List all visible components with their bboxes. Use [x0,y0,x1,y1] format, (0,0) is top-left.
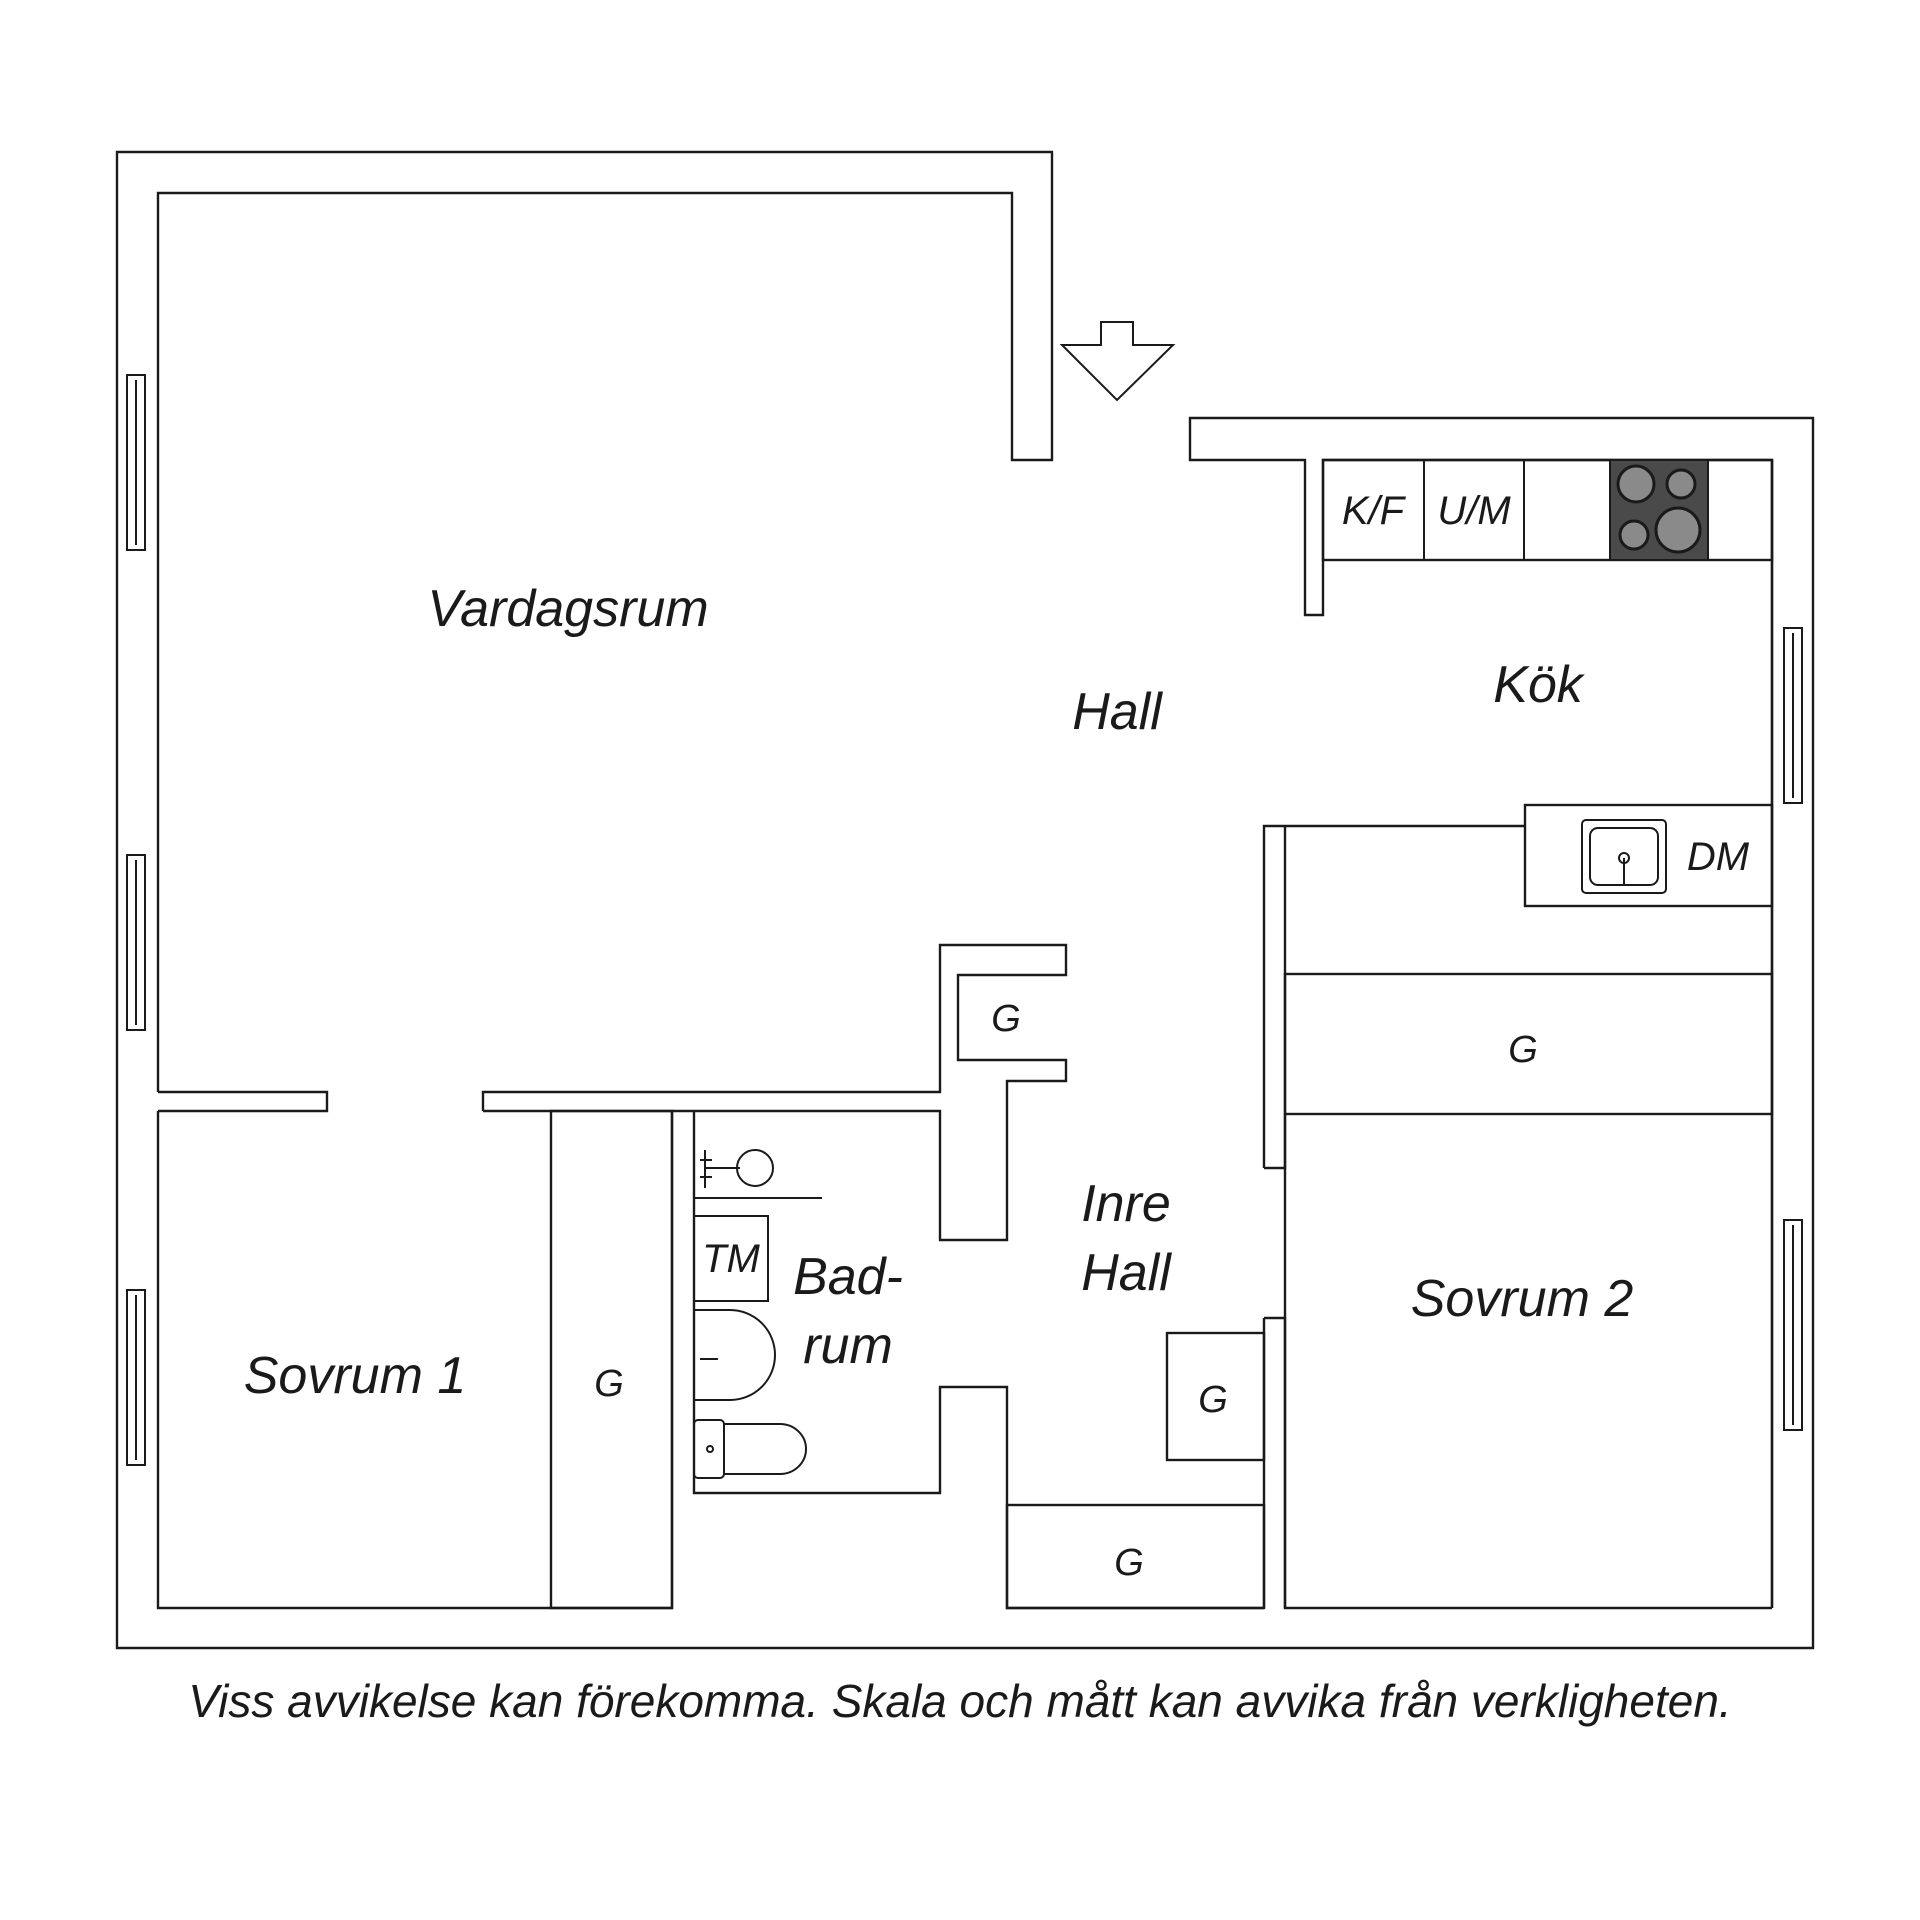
room-labels: Vardagsrum Hall Kök Inre Hall Bad- rum S… [244,580,1634,1405]
label-sovrum2: Sovrum 2 [1411,1270,1634,1328]
label-dishwasher: DM [1687,835,1750,879]
closet-sovrum1-box [549,1109,674,1610]
label-badrum-2: rum [803,1317,893,1375]
outer-wall-line [115,150,1815,1650]
wall-living-bottom-left [158,1090,329,1113]
closet-sovrum2-label: G [1508,1029,1538,1071]
window-left-3 [126,1289,146,1466]
entrance-arrow-icon [1059,321,1176,402]
window-right-2 [1783,1219,1803,1431]
shower-icon [694,1149,822,1199]
toilet-icon [693,1419,807,1479]
window-left-1 [126,374,146,551]
closet-sovrum2-box [1283,972,1774,1116]
washbasin-icon [693,1309,776,1401]
window-right-1 [1783,627,1803,804]
label-kok: Kök [1493,656,1586,714]
counter-dm [1523,803,1774,908]
closet-labels: G G G G G [594,998,1538,1584]
wall-hall-right [1262,824,1525,1168]
closet-sovrum1-label: G [594,1363,624,1405]
disclaimer-text: Viss avvikelse kan förekomma. Skala och … [188,1675,1732,1727]
wall-sovrum2 [1283,1114,1772,1610]
window-left-2 [126,854,146,1031]
label-sovrum1: Sovrum 1 [244,1347,467,1405]
inner-wall-line [156,191,1054,1092]
label-oven-micro: U/M [1437,489,1511,533]
windows [126,374,1803,1466]
wall-bathroom [692,1111,1264,1610]
washing-machine-box [693,1215,769,1302]
closet-inre-label: G [1198,1379,1228,1421]
label-badrum-1: Bad- [793,1248,903,1306]
counter-top [1321,458,1774,562]
exterior-walls [115,150,1815,1650]
label-hall: Hall [1072,683,1163,741]
interior-walls [156,803,1774,1610]
label-inre-hall-2: Hall [1081,1244,1172,1302]
closet-hall-label: G [991,998,1021,1040]
label-fridge-freezer: K/F [1342,489,1407,533]
wall-hall-right-inner [1264,826,1287,1170]
bathroom-fixtures [693,1149,822,1479]
closet-bottom-label: G [1114,1542,1144,1584]
wall-living-bottom-right [481,943,1068,1242]
label-washing-machine: TM [702,1237,760,1281]
sink-icon [1581,819,1667,894]
closet-inre-box [1165,1331,1266,1462]
label-vardagsrum: Vardagsrum [427,580,708,638]
appliance-labels: K/F U/M DM TM [702,489,1750,1281]
label-inre-hall-1: Inre [1081,1175,1171,1233]
wall-sovrum2-door [1264,1316,1287,1608]
stove-icon [1609,459,1709,561]
closet-bottom-box [1005,1503,1266,1610]
